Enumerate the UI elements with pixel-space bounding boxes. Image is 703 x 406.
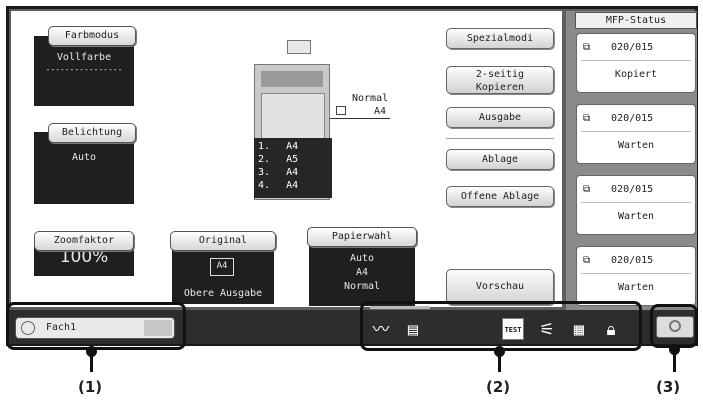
tray-num: 4. — [258, 180, 271, 191]
output-button[interactable]: Ausgabe — [446, 107, 554, 128]
card-divider — [581, 273, 691, 274]
job-count: 020/015 — [611, 255, 654, 266]
paper-select-line3: Normal — [343, 281, 381, 292]
leader-3 — [673, 347, 676, 372]
special-modes-button[interactable]: Spezialmodi — [446, 28, 554, 49]
lock-icon[interactable]: 🔒︎ — [606, 320, 616, 340]
account-field[interactable]: Fach1 — [15, 317, 175, 339]
duplex-copy-line2: Kopieren — [475, 82, 525, 93]
caption-2: (2) — [486, 378, 511, 396]
tray-num: 1. — [258, 141, 271, 152]
leader-2-dot — [494, 346, 505, 357]
output-tray-icon — [336, 106, 346, 115]
tray-row-3: 3. A4 — [254, 167, 332, 178]
copy-job-icon: ⧉ — [583, 184, 591, 195]
job-state: Warten — [617, 282, 655, 293]
tray-size: A4 — [286, 180, 299, 191]
tray-size: A4 — [286, 141, 299, 152]
color-mode-sub: ---------------- — [45, 65, 123, 74]
duplex-copy-line1: 2-seitig — [475, 69, 525, 80]
output-type: Normal — [352, 93, 389, 104]
account-field-edge — [144, 320, 172, 336]
output-tray-pointer — [330, 118, 390, 119]
icon-strip-accent — [370, 306, 430, 309]
tray-size: A4 — [286, 167, 299, 178]
tray-row-4: 4. A4 — [254, 180, 332, 191]
leader-1 — [90, 350, 93, 372]
job-count: 020/015 — [611, 184, 654, 195]
leader-1-dot — [86, 346, 97, 357]
job-state: Kopiert — [614, 69, 658, 80]
job-count-row: ⧉ 020/015 — [583, 113, 653, 124]
job-status-card[interactable]: ⧉ 020/015 Warten — [576, 246, 696, 306]
paper-select-key[interactable]: Papierwahl — [307, 227, 417, 247]
color-mode-value-box[interactable]: Vollfarbe ---------------- — [34, 36, 134, 106]
caption-1: (1) — [78, 378, 103, 396]
wireless-icon[interactable]: ⚟ — [539, 320, 555, 340]
color-mode-value: Vollfarbe — [56, 52, 112, 63]
job-count: 020/015 — [611, 113, 654, 124]
original-value-box[interactable]: A4 Obere Ausgabe — [172, 242, 274, 304]
preview-button[interactable]: Vorschau — [446, 269, 554, 305]
account-name: Fach1 — [46, 322, 77, 333]
tray-row-2: 2. A5 — [254, 154, 332, 165]
exposure-value: Auto — [71, 152, 97, 163]
output-size: A4 — [374, 106, 387, 117]
job-state: Warten — [617, 140, 655, 151]
zoom-value: 100% — [59, 247, 109, 267]
job-log-icon[interactable]: ▦ — [573, 320, 585, 340]
data-queue-icon[interactable]: ▤ — [407, 320, 419, 340]
zoom-key[interactable]: Zoomfaktor — [34, 231, 134, 251]
tray-row-1: 1. A4 — [254, 141, 332, 152]
network-activity-icon[interactable]: 〰 — [372, 320, 390, 340]
exposure-key[interactable]: Belichtung — [48, 123, 136, 143]
mfp-status-title[interactable]: MFP-Status — [575, 12, 697, 29]
job-count-row: ⧉ 020/015 — [583, 255, 653, 266]
color-mode-key[interactable]: Farbmodus — [48, 26, 136, 46]
job-status-card[interactable]: ⧉ 020/015 Warten — [576, 175, 696, 235]
card-divider — [581, 202, 691, 203]
original-sub: Obere Ausgabe — [183, 288, 263, 299]
job-count-row: ⧉ 020/015 — [583, 184, 653, 195]
quick-filing-button[interactable]: Offene Ablage — [446, 186, 554, 207]
job-state: Warten — [617, 211, 655, 222]
exposure-value-box[interactable]: Auto — [34, 132, 134, 204]
account-icon — [21, 321, 35, 335]
test-mode-icon[interactable]: TEST — [502, 318, 524, 340]
original-key[interactable]: Original — [170, 231, 276, 251]
leader-3-dot — [669, 344, 680, 355]
job-status-card[interactable]: ⧉ 020/015 Kopiert — [576, 33, 696, 93]
copy-job-icon: ⧉ — [583, 113, 591, 124]
job-status-card[interactable]: ⧉ 020/015 Warten — [576, 104, 696, 164]
system-key[interactable] — [656, 316, 694, 338]
card-divider — [581, 60, 691, 61]
caption-3: (3) — [656, 378, 681, 396]
paper-select-line1: Auto — [349, 253, 375, 264]
tray-size: A5 — [286, 154, 299, 165]
paper-select-value-box[interactable]: Auto A4 Normal — [309, 236, 415, 306]
divider — [446, 138, 554, 139]
copy-job-icon: ⧉ — [583, 255, 591, 266]
copy-job-icon: ⧉ — [583, 42, 591, 53]
duplex-copy-button[interactable]: 2-seitig Kopieren — [446, 66, 554, 94]
leader-2 — [498, 350, 501, 372]
tray-num: 2. — [258, 154, 271, 165]
paper-select-line2: A4 — [355, 267, 369, 278]
filing-button[interactable]: Ablage — [446, 149, 554, 170]
card-divider — [581, 131, 691, 132]
original-paper-icon: A4 — [210, 258, 234, 276]
tray-list: 1. A4 2. A5 3. A4 4. A4 — [254, 138, 332, 198]
job-count-row: ⧉ 020/015 — [583, 42, 653, 53]
output-card-icon — [287, 40, 311, 54]
system-settings-icon — [669, 320, 681, 332]
job-count: 020/015 — [611, 42, 654, 53]
tray-num: 3. — [258, 167, 271, 178]
